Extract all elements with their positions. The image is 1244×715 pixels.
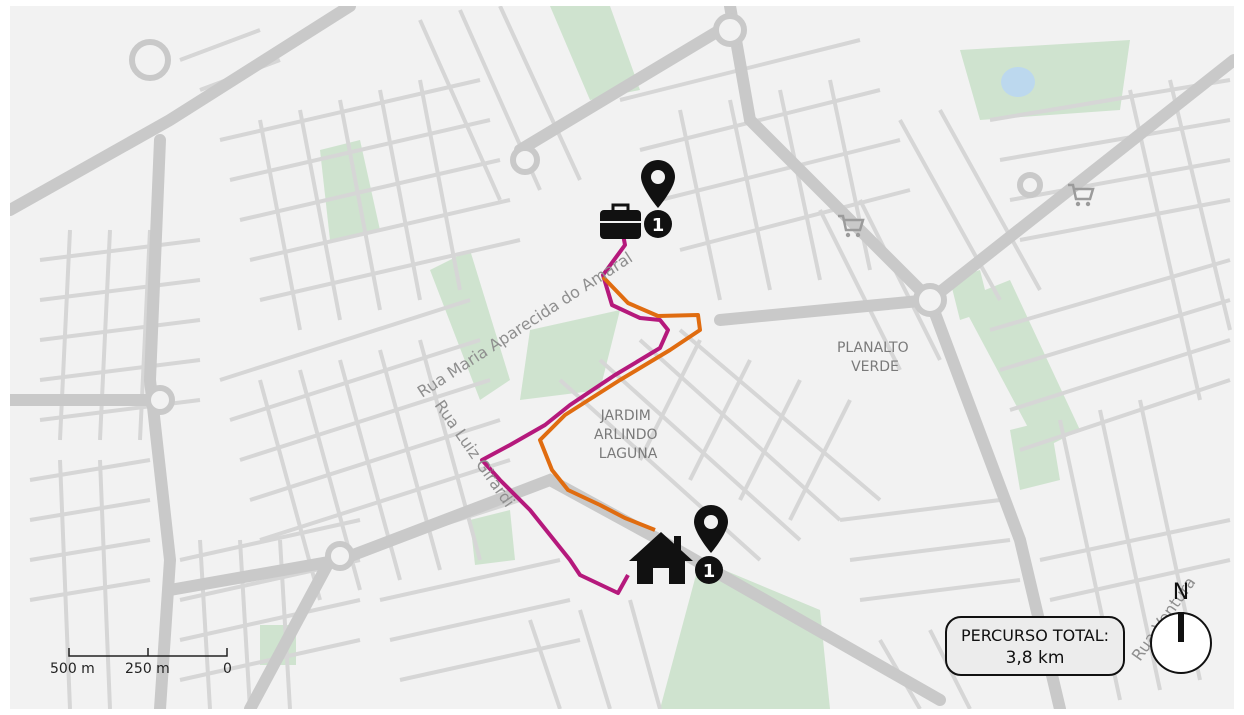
route-magenta[interactable]	[480, 217, 670, 595]
shopping-cart-icon[interactable]	[1068, 183, 1095, 207]
street-network	[29, 6, 1232, 709]
compass-icon[interactable]: N	[1150, 580, 1212, 674]
house-icon	[629, 532, 693, 584]
area-label-planalto-verde: PLANALTO VERDE	[837, 340, 913, 375]
badge-1: 1	[695, 556, 723, 584]
badge-1: 1	[644, 210, 672, 238]
roundabouts	[129, 13, 1043, 571]
map-pin-icon	[694, 505, 728, 553]
work-marker[interactable]: 1	[600, 160, 675, 239]
lake	[1001, 67, 1035, 97]
briefcase-icon	[600, 203, 641, 239]
shopping-cart-icon[interactable]	[838, 214, 865, 238]
scale-bar: 500 m 250 m 0	[50, 648, 232, 677]
route-summary-box: PERCURSO TOTAL: 3,8 km	[945, 616, 1125, 676]
compass-north-label: N	[1173, 580, 1189, 605]
svg-text:1: 1	[652, 215, 665, 236]
area-label-jardim-arlindo-laguna: JARDIM ARLINDO LAGUNA	[594, 408, 662, 462]
map-pin-icon	[641, 160, 675, 208]
scale-label-500m: 500 m	[50, 661, 95, 677]
scale-label-0: 0	[223, 661, 232, 677]
route-orange[interactable]	[538, 275, 702, 532]
home-marker[interactable]: 1	[629, 505, 728, 584]
scale-label-250m: 250 m	[125, 661, 170, 677]
svg-text:1: 1	[703, 561, 716, 582]
route-summary-title: PERCURSO TOTAL:	[960, 626, 1110, 645]
route-summary-value: 3,8 km	[1005, 648, 1065, 668]
